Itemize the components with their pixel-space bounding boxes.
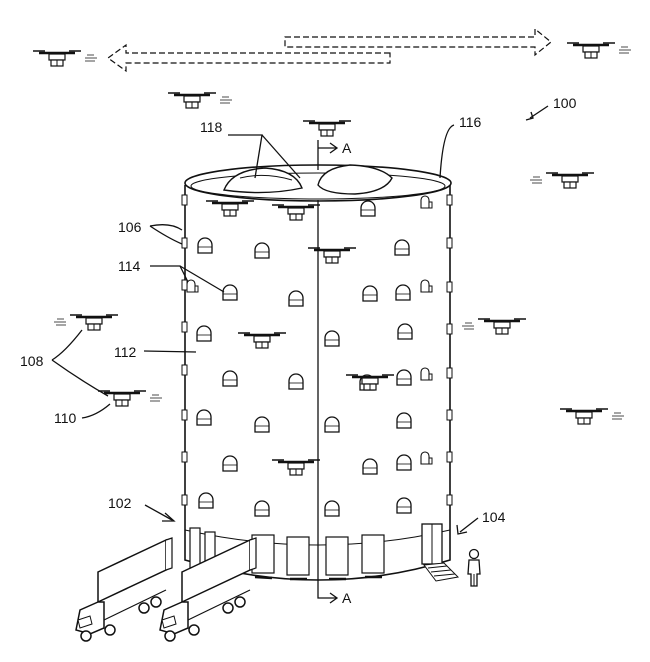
delivery-trucks (75, 537, 257, 642)
leader-lines (51, 105, 549, 535)
person-icon (467, 548, 481, 587)
ground-level-openings (189, 523, 460, 582)
label-110: 110 (54, 410, 77, 426)
drone-icon (567, 43, 631, 58)
drone-icon (168, 93, 232, 108)
label-116: 116 (459, 114, 482, 130)
label-114: 114 (118, 258, 141, 274)
delivery-truck-icon (75, 537, 173, 642)
drone-icon (530, 173, 594, 188)
drone-icon (98, 391, 162, 406)
label-102: 102 (108, 495, 132, 511)
reference-labels: 100 116 118 106 114 112 108 110 102 104 … (20, 95, 577, 606)
roof-landing-domes (223, 164, 393, 195)
drone-icon (301, 119, 353, 138)
drone-icon (560, 409, 624, 424)
label-108: 108 (20, 353, 44, 369)
section-label-bottom: A (342, 590, 352, 606)
drone-icon (33, 51, 97, 66)
label-112: 112 (114, 344, 137, 360)
section-label-top: A (342, 140, 352, 156)
label-118: 118 (200, 119, 223, 135)
label-100: 100 (553, 95, 577, 111)
drone-icon (462, 319, 526, 334)
flight-path-arrow-icon (106, 27, 552, 73)
section-line-a (317, 140, 339, 604)
label-106: 106 (118, 219, 142, 235)
label-104: 104 (482, 509, 506, 525)
drone-icon (54, 315, 118, 330)
tower-edge-hooks (181, 194, 453, 506)
